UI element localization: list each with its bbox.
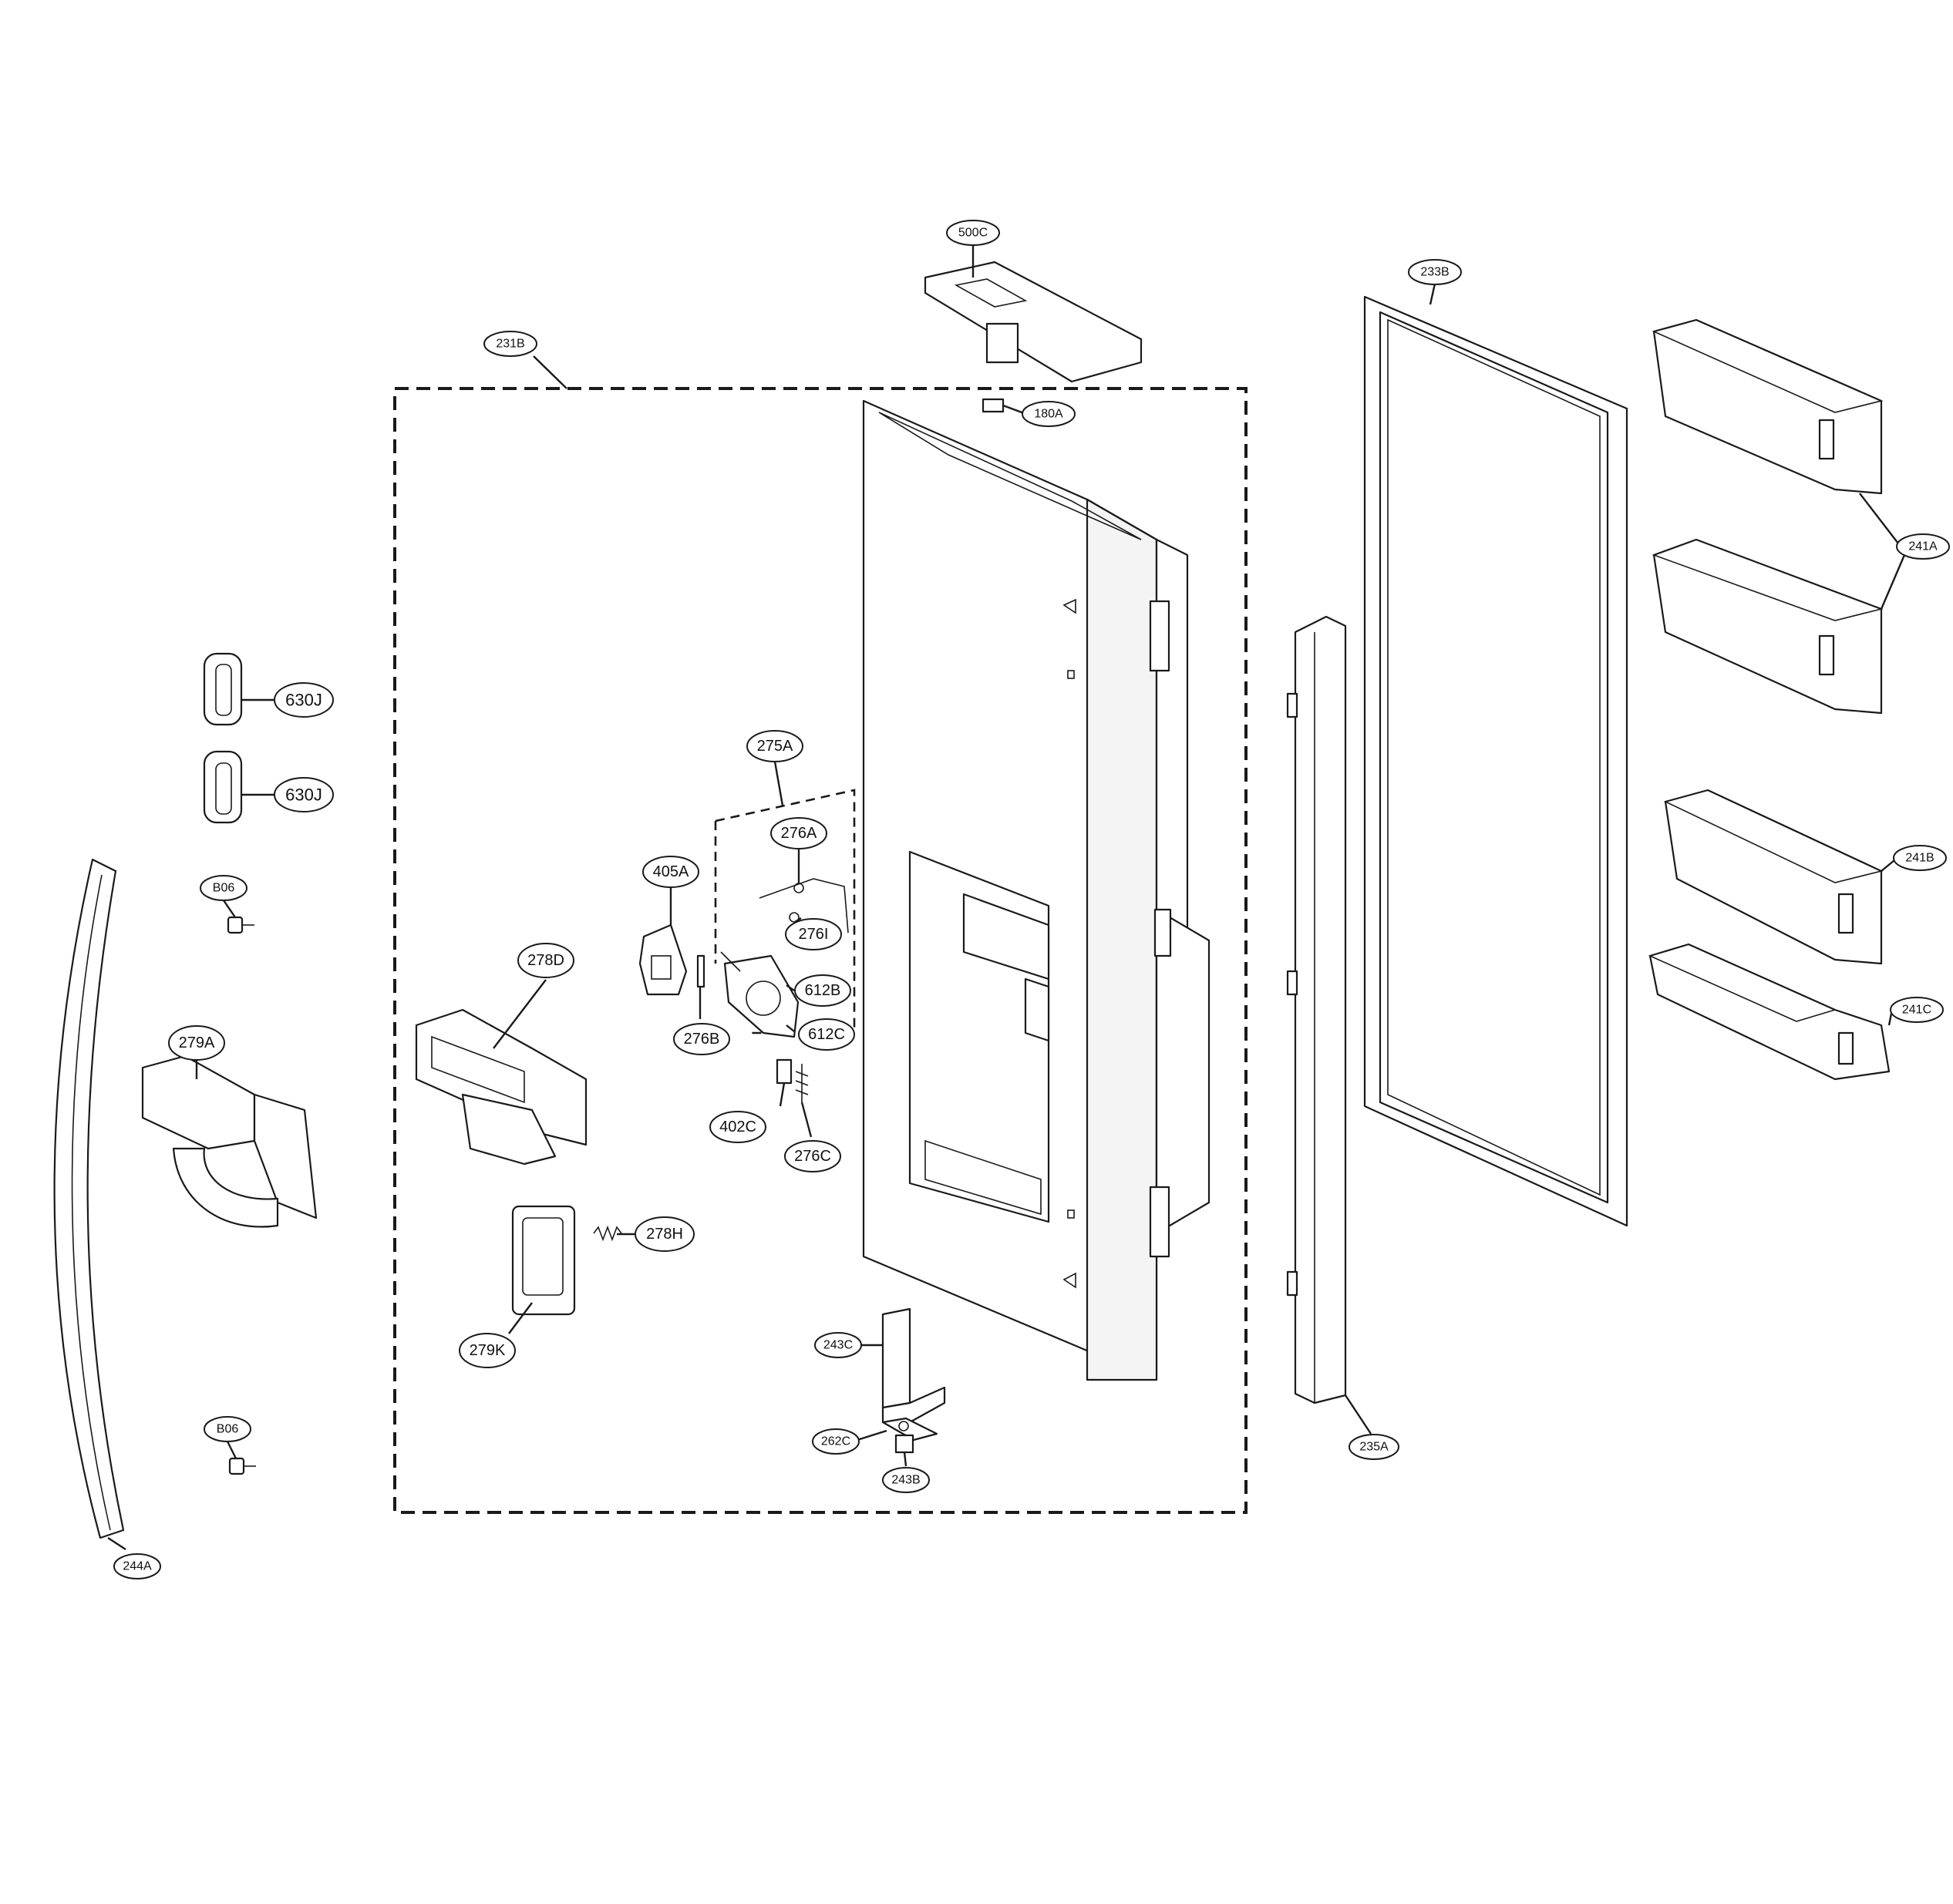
callout-279a: 279A xyxy=(168,1025,225,1061)
hinge-cover-630j-lower xyxy=(203,750,243,824)
screw-b06-lower xyxy=(228,1457,256,1475)
callout-612b: 612B xyxy=(794,974,851,1007)
callout-402c: 402C xyxy=(709,1111,766,1143)
callout-243c: 243C xyxy=(814,1332,862,1358)
dispenser-cover-279a xyxy=(141,1055,318,1228)
callout-276c: 276C xyxy=(784,1140,841,1172)
callout-180a: 180A xyxy=(1022,401,1076,427)
svg-text:233B: 233B xyxy=(1420,266,1449,279)
callout-630j-lower: 630J xyxy=(274,777,334,812)
door-bin-241a-upper xyxy=(1652,318,1884,495)
callout-231b: 231B xyxy=(483,331,537,357)
callout-612c: 612C xyxy=(798,1018,855,1051)
callout-405a: 405A xyxy=(642,856,699,888)
callout-278h: 278H xyxy=(635,1216,695,1252)
assembly-231b-boundary xyxy=(393,387,1248,1514)
callout-276i: 276I xyxy=(785,918,842,950)
svg-text:B06: B06 xyxy=(217,1423,239,1436)
svg-text:278H: 278H xyxy=(646,1226,683,1243)
door-bin-241b xyxy=(1663,789,1884,965)
svg-text:231B: 231B xyxy=(496,338,524,351)
svg-text:500C: 500C xyxy=(958,227,988,240)
actuator-276b xyxy=(696,954,705,988)
hinge-pin-243b xyxy=(894,1434,914,1454)
dispenser-paddle-279k xyxy=(511,1205,576,1316)
callout-b06-upper: B06 xyxy=(200,875,247,901)
callout-243b: 243B xyxy=(882,1467,930,1493)
hinge-washer-262c xyxy=(881,1417,938,1441)
callout-241a: 241A xyxy=(1896,533,1950,560)
svg-text:B06: B06 xyxy=(213,882,235,895)
callout-235a: 235A xyxy=(1349,1434,1399,1460)
micro-switch-405a xyxy=(638,923,688,996)
callout-233b: 233B xyxy=(1408,259,1462,285)
callout-244a: 244A xyxy=(113,1553,161,1579)
svg-text:244A: 244A xyxy=(123,1560,152,1573)
svg-text:402C: 402C xyxy=(719,1119,756,1135)
callout-b06-lower: B06 xyxy=(204,1416,251,1442)
hinge-bracket-243c xyxy=(881,1307,946,1424)
svg-text:630J: 630J xyxy=(285,785,322,805)
spring-278h xyxy=(593,1225,622,1242)
svg-text:235A: 235A xyxy=(1359,1441,1389,1454)
svg-text:241A: 241A xyxy=(1908,540,1938,553)
callout-630j-upper: 630J xyxy=(274,682,334,718)
door-gasket-part xyxy=(1363,295,1628,1227)
leader-lines xyxy=(107,245,1906,1551)
svg-text:275A: 275A xyxy=(757,738,793,755)
callout-276b: 276B xyxy=(673,1023,730,1055)
svg-text:278D: 278D xyxy=(527,952,564,969)
display-pcb-part xyxy=(924,261,1143,383)
svg-text:243C: 243C xyxy=(823,1339,853,1352)
svg-text:612B: 612B xyxy=(805,982,841,999)
callout-279k: 279K xyxy=(459,1333,516,1368)
screw-b06-upper xyxy=(227,916,254,934)
callout-276a: 276A xyxy=(770,817,827,849)
svg-text:630J: 630J xyxy=(285,691,322,710)
door-handle-244a xyxy=(53,858,125,1539)
bracket-402c xyxy=(776,1058,793,1085)
callout-241b: 241B xyxy=(1893,845,1947,871)
callout-278d: 278D xyxy=(517,943,574,978)
svg-text:243B: 243B xyxy=(891,1474,920,1487)
callout-262c: 262C xyxy=(812,1428,860,1455)
svg-text:241B: 241B xyxy=(1905,852,1934,865)
svg-text:279K: 279K xyxy=(470,1342,506,1359)
door-bin-241c xyxy=(1648,943,1891,1081)
hinge-cover-630j-upper xyxy=(203,652,243,726)
callout-275a: 275A xyxy=(746,730,803,762)
svg-text:279A: 279A xyxy=(179,1034,215,1051)
dispenser-funnel-278d xyxy=(415,1008,588,1166)
dispenser-lever-612b-612c xyxy=(720,951,800,1038)
door-panel-part xyxy=(862,399,1211,1381)
svg-text:612C: 612C xyxy=(808,1026,845,1043)
svg-text:405A: 405A xyxy=(653,863,689,880)
svg-text:276C: 276C xyxy=(794,1148,831,1165)
svg-text:241C: 241C xyxy=(1902,1004,1931,1017)
mullion-part xyxy=(1286,615,1347,1404)
svg-text:276B: 276B xyxy=(684,1031,720,1048)
callout-241c: 241C xyxy=(1890,997,1944,1023)
svg-text:262C: 262C xyxy=(821,1435,850,1448)
svg-text:276I: 276I xyxy=(799,926,829,943)
svg-text:180A: 180A xyxy=(1034,408,1063,421)
svg-text:276A: 276A xyxy=(781,825,817,842)
spring-276c xyxy=(795,1064,809,1102)
door-bin-241a-lower xyxy=(1652,538,1884,715)
callout-500c: 500C xyxy=(946,220,1000,246)
part-180a xyxy=(982,398,1005,413)
